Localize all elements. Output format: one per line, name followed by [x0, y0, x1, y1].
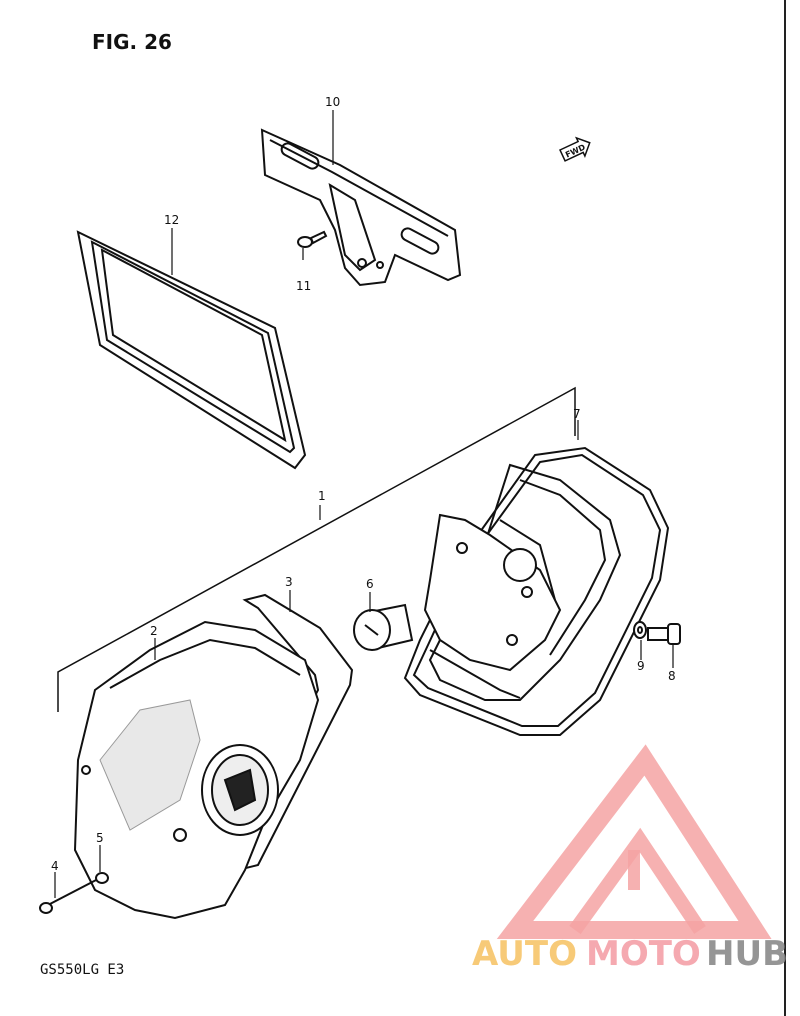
page-edge — [784, 0, 800, 1016]
callout-4: 4 — [51, 859, 59, 873]
washer-5 — [95, 872, 109, 884]
fwd-arrow: FWD — [559, 136, 591, 162]
bulb-socket-plate — [423, 513, 562, 672]
callout-10: 10 — [325, 95, 340, 109]
watermark-auto: AUTO — [472, 934, 577, 974]
leader-lines — [54, 110, 674, 898]
lens — [73, 620, 320, 920]
callout-11: 11 — [296, 279, 311, 293]
watermark-moto: MOTO — [586, 934, 701, 974]
callout-12: 12 — [164, 213, 179, 227]
model-code: GS550LG E3 — [40, 962, 125, 978]
figure-title: FIG. 26 — [92, 30, 172, 54]
watermark-hub: HUB — [706, 934, 788, 974]
callout-2: 2 — [150, 624, 158, 638]
license-plate-bracket — [260, 128, 462, 287]
lens-screw — [39, 877, 101, 914]
callout-1: 1 — [318, 489, 326, 503]
callout-7: 7 — [573, 407, 581, 421]
mounting-bolt — [647, 623, 681, 645]
washer-9 — [633, 621, 647, 639]
callout-labels: 1 2 3 4 5 6 7 8 9 10 12 11 — [51, 95, 676, 873]
assembly-bracket — [57, 386, 576, 712]
bulb — [353, 603, 414, 651]
callout-8: 8 — [668, 669, 676, 683]
watermark-logo — [496, 744, 772, 939]
fwd-label: FWD — [564, 142, 587, 159]
callout-5: 5 — [96, 831, 104, 845]
callout-9: 9 — [637, 659, 645, 673]
callout-6: 6 — [366, 577, 374, 591]
callout-3: 3 — [285, 575, 293, 589]
watermark-text: AUTO MOTO HUB — [472, 934, 788, 974]
plate-frame — [76, 230, 307, 470]
bracket-screw — [297, 230, 328, 248]
